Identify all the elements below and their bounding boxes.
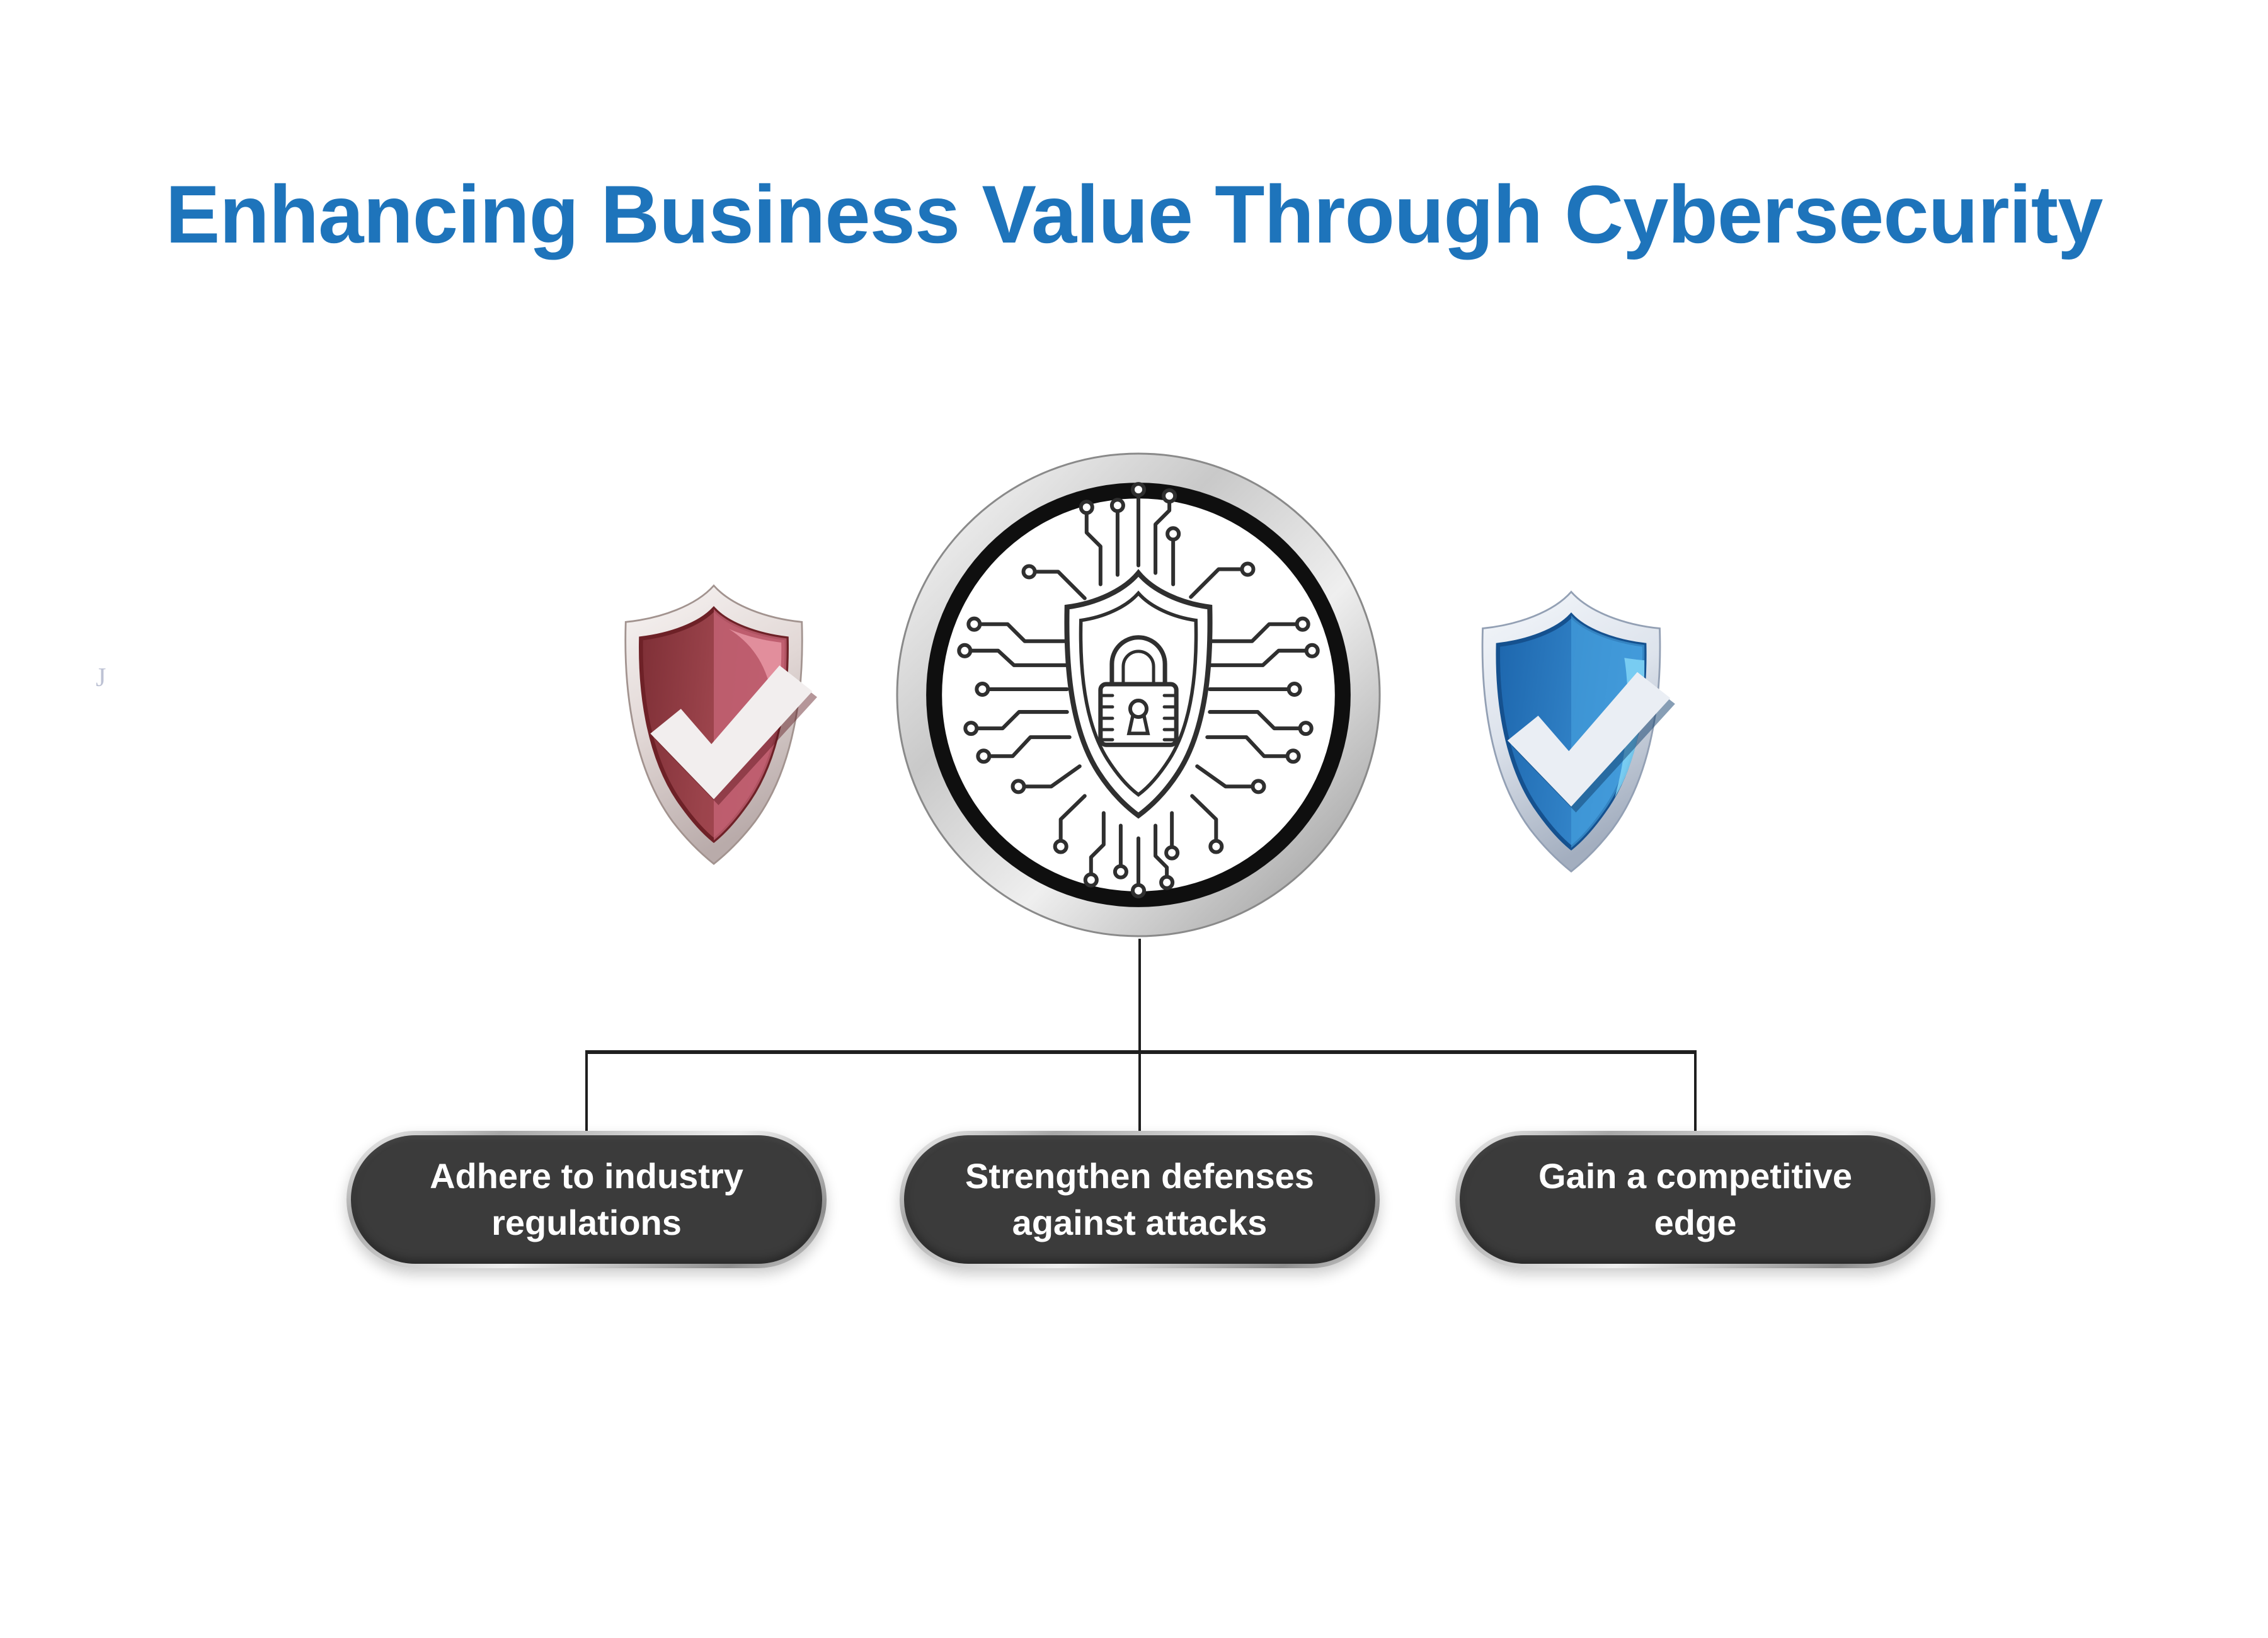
cybersecurity-badge-icon — [896, 452, 1381, 937]
benefit-line: edge — [1654, 1203, 1737, 1242]
benefit-line: against attacks — [1012, 1203, 1268, 1242]
check-icon — [650, 665, 813, 799]
benefit-line: Strengthen defenses — [965, 1156, 1314, 1196]
lineart-shield-inner — [1079, 590, 1198, 797]
benefit-pill-regulations: Adhere to industry regulations — [346, 1131, 827, 1268]
benefit-pill-competitive-edge: Gain a competitive edge — [1455, 1131, 1935, 1268]
benefit-pill-body: Gain a competitive edge — [1460, 1135, 1931, 1264]
benefit-pill-defenses: Strengthen defenses against attacks — [900, 1131, 1380, 1268]
benefit-pill-body: Strengthen defenses against attacks — [904, 1135, 1375, 1264]
page-title: Enhancing Business Value Through Cyberse… — [165, 168, 2104, 260]
benefit-line: regulations — [491, 1203, 682, 1242]
padlock-icon — [1098, 635, 1179, 747]
check-icon — [1507, 672, 1671, 807]
benefit-line: Adhere to industry — [430, 1156, 743, 1196]
red-shield-check-icon — [624, 584, 817, 865]
shield-gloss — [729, 629, 782, 716]
benefit-pill-body: Adhere to industry regulations — [351, 1135, 822, 1264]
stray-mark: J — [96, 663, 106, 692]
benefit-line: Gain a competitive — [1538, 1156, 1852, 1196]
blue-shield-check-icon — [1481, 590, 1675, 873]
circuit-traces — [957, 482, 1320, 898]
